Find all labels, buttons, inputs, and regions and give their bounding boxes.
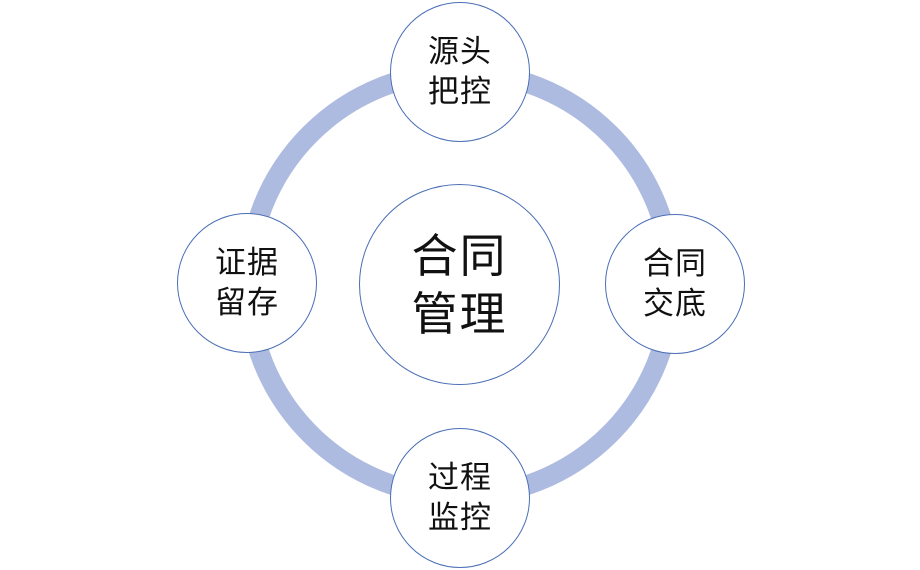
node-top-line-1: 源头	[428, 34, 492, 70]
node-left-line-1: 证据	[215, 245, 279, 281]
node-bottom-line-2: 监控	[428, 500, 492, 536]
center-node-line-2: 管理	[411, 286, 508, 341]
center-node-line-1: 合同	[411, 228, 508, 283]
node-source-control: 源头 把控	[390, 2, 530, 142]
node-bottom-line-1: 过程	[428, 460, 492, 496]
node-top-line-2: 把控	[428, 74, 492, 110]
node-left-line-2: 留存	[215, 285, 279, 321]
node-process-monitoring: 过程 监控	[390, 428, 530, 568]
node-evidence-retention: 证据 留存	[177, 213, 317, 353]
node-contract-briefing: 合同 交底	[605, 214, 745, 354]
node-right-line-1: 合同	[643, 246, 707, 282]
node-right-line-2: 交底	[643, 286, 707, 322]
center-node-contract-management: 合同 管理	[359, 184, 560, 385]
